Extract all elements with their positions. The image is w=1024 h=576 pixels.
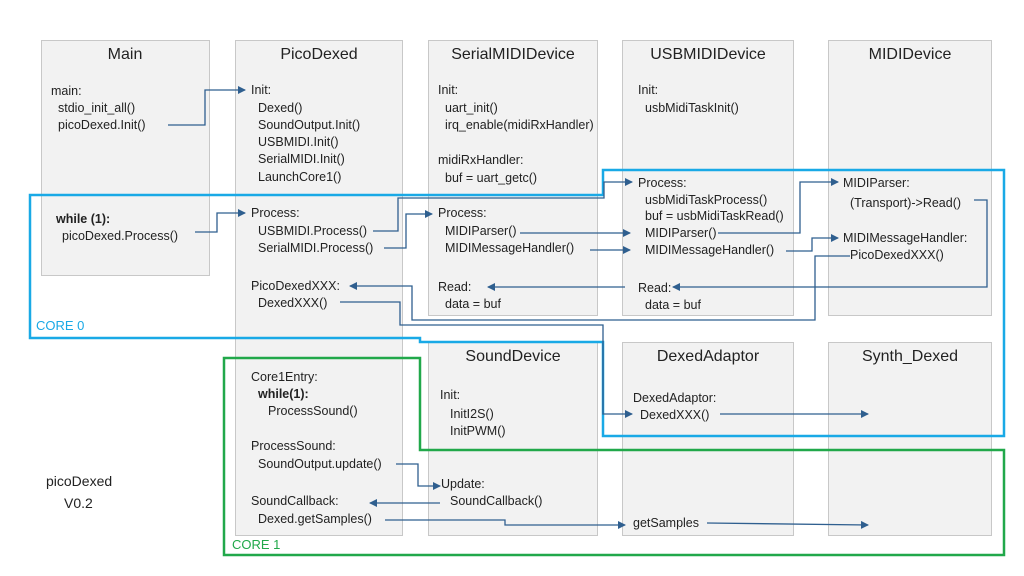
picodexed-line: Dexed() [258, 101, 303, 115]
core0-outline [28, 168, 1006, 438]
version-label: V0.2 [64, 495, 93, 511]
arrow-update [396, 463, 441, 490]
usbmidi-label: Init: [638, 83, 659, 97]
serialmidi-line: uart_init() [445, 101, 498, 115]
serialmidi-label: Read: [438, 280, 472, 294]
serialmidi-line: irq_enable(midiRxHandler) [445, 118, 594, 132]
main-label: main: [51, 84, 82, 98]
mididevice-label: MIDIMessageHandler: [843, 231, 968, 245]
serialmidi-title: SerialMIDIDevice [451, 46, 575, 63]
picodexed-label: PicoDexedXXX: [251, 279, 340, 293]
arrow-to-mididevice-parser [718, 178, 839, 234]
arrow-dexedxxx [340, 301, 633, 418]
serialmidi-label: Init: [438, 83, 459, 97]
picodexed-label: Init: [251, 83, 272, 97]
sounddevice-line: SoundCallback() [450, 494, 543, 508]
usbmidi-line: data = buf [645, 298, 701, 312]
usbmidi-line: buf = usbMidiTaskRead() [645, 209, 784, 223]
picodexed-label: Process: [251, 206, 300, 220]
mididevice-label: MIDIParser: [843, 176, 910, 190]
serialmidi-label: midiRxHandler: [438, 153, 524, 167]
usbmidi-line: MIDIParser() [645, 226, 717, 240]
sounddevice-label: Update: [441, 477, 485, 491]
picodexed-line: Dexed.getSamples() [258, 512, 372, 526]
usbmidi-line: usbMidiTaskProcess() [645, 193, 768, 207]
picodexed-label: Core1Entry: [251, 370, 318, 384]
picodexed-line: USBMIDI.Process() [258, 224, 368, 238]
dexedadaptor-title: DexedAdaptor [656, 348, 760, 365]
usbmidi-line: usbMidiTaskInit() [645, 101, 739, 115]
usbmidi-label: Process: [638, 176, 687, 190]
sounddevice-line: InitPWM() [450, 424, 506, 438]
main-line: picoDexed.Init() [58, 118, 146, 132]
picodexed-line: SerialMIDI.Init() [258, 152, 345, 166]
serialmidi-line: MIDIParser() [445, 224, 517, 238]
serialmidi-label: Process: [438, 206, 487, 220]
main-line: picoDexed.Process() [62, 229, 179, 243]
sounddevice-title: SoundDevice [465, 348, 561, 365]
usbmidi-line: MIDIMessageHandler() [645, 243, 775, 257]
main-block [41, 40, 210, 276]
arrow-init [168, 86, 246, 126]
main-title: Main [107, 46, 143, 63]
serialmidi-line: MIDIMessageHandler() [445, 241, 575, 255]
synthdexed-block [828, 342, 992, 536]
serialmidi-line: data = buf [445, 297, 501, 311]
serialmidi-line: buf = uart_getc() [445, 171, 538, 185]
sounddevice-block [428, 342, 598, 536]
mididevice-title: MIDIDevice [868, 46, 952, 63]
usbmidi-label: Read: [638, 281, 672, 295]
arrow-getsamples-1 [385, 519, 626, 529]
picodexed-block [235, 40, 403, 536]
picodexed-while-label: while(1): [258, 387, 309, 401]
main-while-label: while (1): [56, 212, 111, 226]
main-line: stdio_init_all() [58, 101, 136, 115]
arrow-getsamples-2 [706, 520, 869, 529]
getsamples-label: getSamples [633, 516, 700, 530]
usbmidi-title: USBMIDIDevice [650, 46, 766, 63]
arrow-picodexedxxx [349, 255, 850, 321]
picodexed-title: PicoDexed [280, 46, 358, 63]
mididevice-line: PicoDexedXXX() [850, 248, 944, 262]
sounddevice-label: Init: [440, 388, 461, 402]
arrow-to-mididevice-handler [786, 234, 839, 252]
mididevice-line: (Transport)->Read() [850, 196, 962, 210]
dexedadaptor-block [622, 342, 794, 536]
picodexed-line: DexedXXX() [258, 296, 328, 310]
arrow-process [195, 209, 246, 233]
arrow-transport-read [672, 199, 988, 291]
picodexed-line: USBMIDI.Init() [258, 135, 339, 149]
core1-label: CORE 1 [232, 537, 281, 552]
picodexed-label: SoundCallback: [251, 494, 339, 508]
picodexed-line: LaunchCore1() [258, 170, 342, 184]
arrow-serial-process [384, 210, 433, 249]
picodexed-line: SoundOutput.update() [258, 457, 382, 471]
arrow-usb-process [373, 178, 633, 232]
core0-label: CORE 0 [36, 318, 85, 333]
picodexed-line: SoundOutput.Init() [258, 118, 361, 132]
picodexed-line: SerialMIDI.Process() [258, 241, 374, 255]
project-name: picoDexed [46, 473, 113, 489]
core1-outline [222, 356, 1006, 557]
synthdexed-title: Synth_Dexed [861, 348, 959, 365]
sounddevice-line: InitI2S() [450, 407, 494, 421]
picodexed-line: ProcessSound() [268, 404, 358, 418]
dexedadaptor-line: DexedXXX() [640, 408, 710, 422]
mididevice-block [828, 40, 992, 316]
dexedadaptor-label: DexedAdaptor: [633, 391, 717, 405]
serialmidi-block [428, 40, 598, 316]
usbmidi-block [622, 40, 794, 316]
picodexed-label: ProcessSound: [251, 439, 336, 453]
